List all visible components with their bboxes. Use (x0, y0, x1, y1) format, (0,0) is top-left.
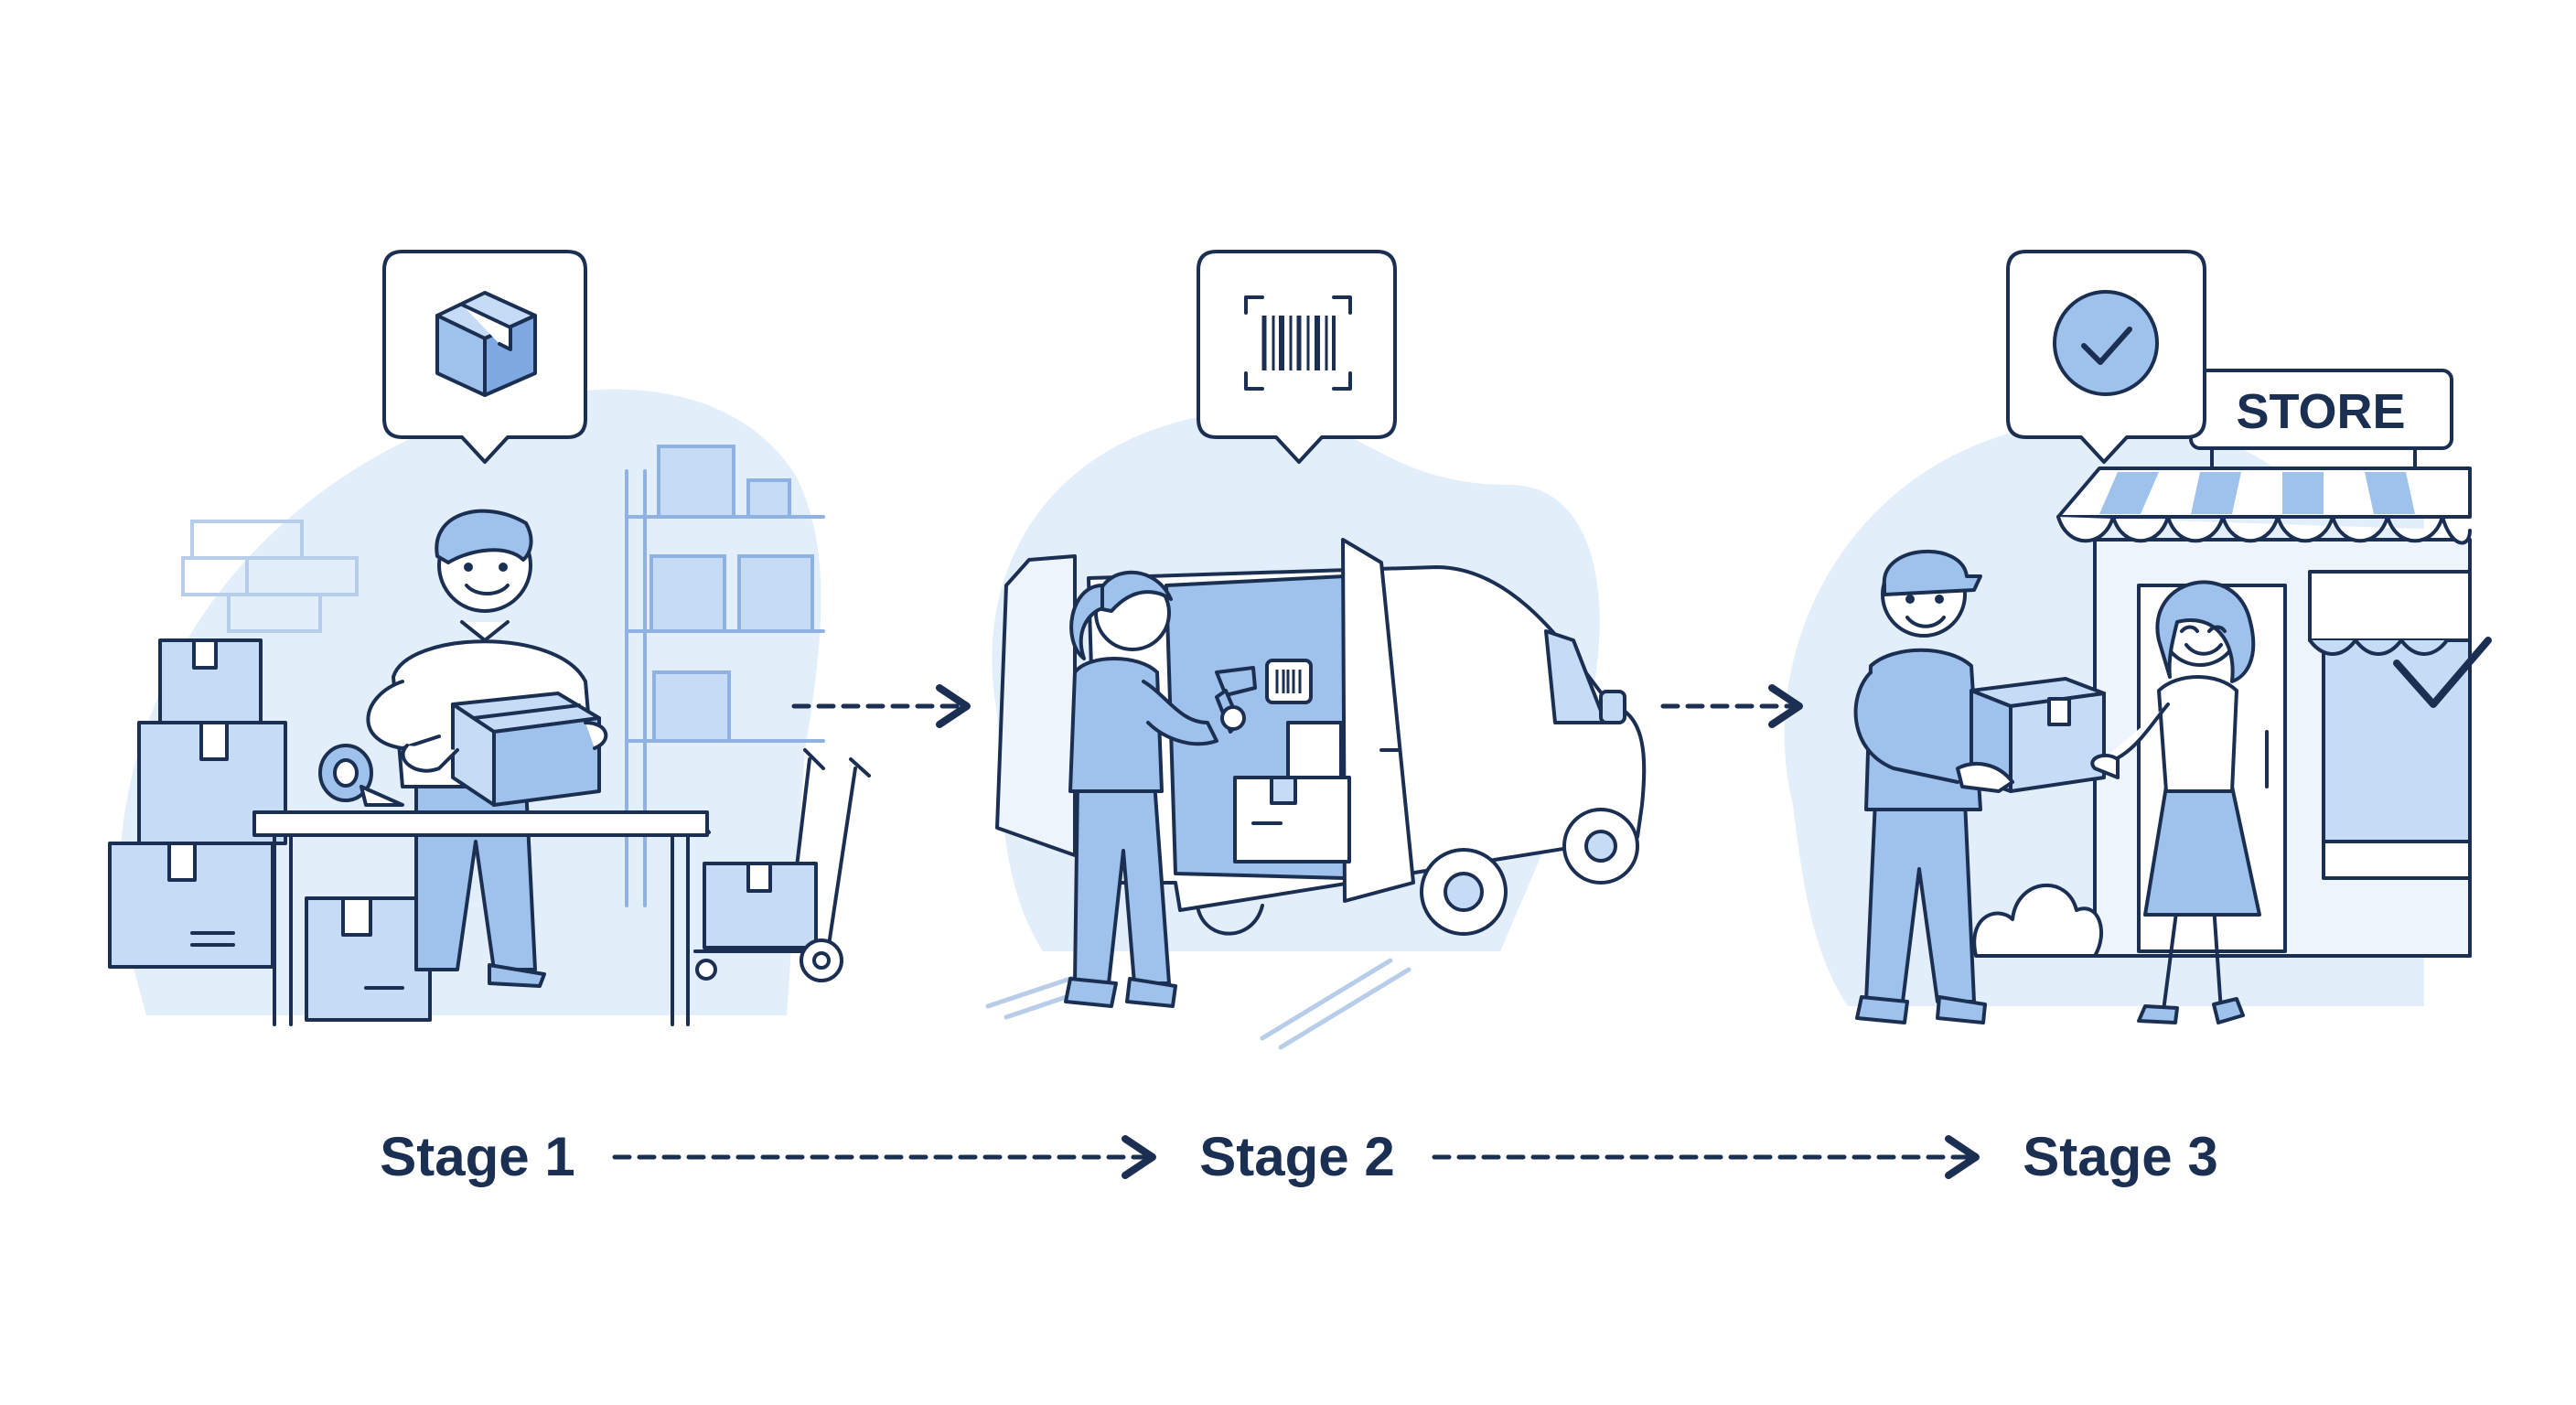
delivery-man (1853, 549, 1987, 1024)
store-window-awning (2308, 638, 2472, 656)
brick-wall (181, 520, 359, 633)
barcode-scanner (1215, 666, 1257, 734)
tire-tracks (985, 958, 1411, 1050)
checkmark-circle-icon (2053, 290, 2159, 396)
stage-1-callout (382, 250, 587, 464)
tape-roll (318, 744, 404, 807)
store-awning (2056, 467, 2472, 545)
van-left-door (995, 554, 1077, 857)
package-box-icon (435, 291, 537, 397)
customer-woman (2093, 580, 2261, 1024)
stage-1-scene (108, 250, 871, 1026)
handoff-package (1956, 677, 2120, 793)
store-checkmark-icon (2393, 637, 2492, 708)
hand-truck (693, 748, 871, 982)
stacked-boxes (108, 638, 432, 1022)
stage-2-scene (985, 250, 1647, 1050)
barcode-scan-icon (1244, 295, 1352, 391)
stage-3-label: Stage 3 (2023, 1126, 2217, 1187)
stage-2-label: Stage 2 (1199, 1126, 1394, 1187)
store-sign: STORE (2189, 369, 2453, 470)
worker-hand-right (584, 721, 608, 750)
stage-2-callout (1197, 250, 1397, 464)
storage-shelf (625, 445, 825, 907)
stage-3-scene: STORE (1784, 250, 2492, 1024)
scanning-worker (1064, 570, 1257, 1008)
box-being-packed (451, 692, 601, 807)
packing-table (252, 810, 711, 1026)
stage-1-label: Stage 1 (380, 1126, 574, 1187)
worker-hand-left (401, 744, 459, 773)
store-sign-text: STORE (2236, 384, 2405, 439)
stage-3-callout (2006, 250, 2206, 464)
stage-labels: Stage 1 Stage 2 Stage 3 (380, 1126, 2217, 1187)
delivery-van (995, 538, 1647, 936)
